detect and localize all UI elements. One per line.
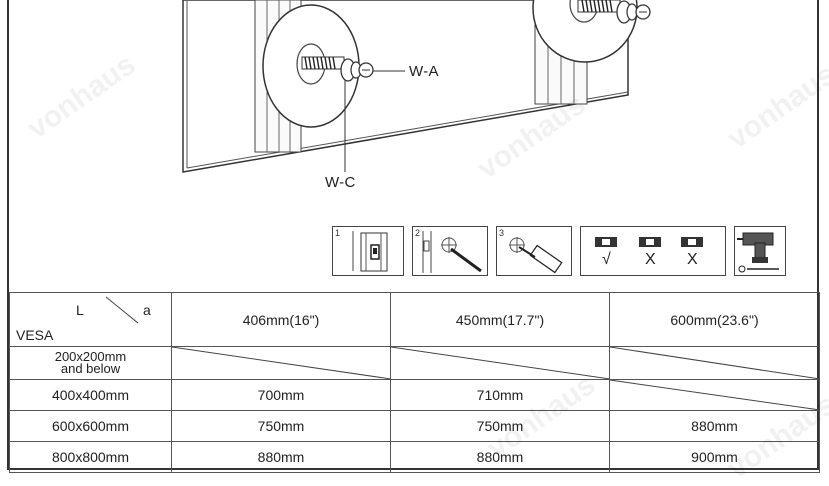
not-applicable-cell <box>609 379 820 411</box>
distance-cell: 880mm <box>171 441 391 473</box>
table-header-cell: 406mm(16") <box>171 292 391 347</box>
table-header-cell: 450mm(17.7") <box>390 292 610 347</box>
vesa-size-cell: 400x400mm <box>9 379 172 411</box>
vesa-size-cell: 600x600mm <box>9 410 172 442</box>
step-2-mark-position: 2 <box>412 226 488 276</box>
strike-line <box>610 380 820 410</box>
right-bolt <box>577 0 651 24</box>
distance-cell: 750mm <box>390 410 610 442</box>
drill-hole-icon <box>509 237 563 274</box>
strike-line <box>391 347 610 379</box>
distance-cell: 900mm <box>609 441 820 473</box>
vesa-size-cell: 800x800mm <box>9 441 172 473</box>
distance-cell: 880mm <box>390 441 610 473</box>
level-mark-wrong: X <box>645 251 656 268</box>
corner-label-vesa: VESA <box>16 327 54 343</box>
distance-cell: 880mm <box>609 410 820 442</box>
not-applicable-cell <box>609 346 820 380</box>
step-number: 2 <box>415 228 421 238</box>
table-row: 400x400mm 700mm 710mm <box>9 379 820 411</box>
table-corner-cell: L a VESA <box>9 292 172 347</box>
power-drill-icon <box>737 232 779 273</box>
step-5-power-drill <box>734 226 786 276</box>
distance-cell: 710mm <box>390 379 610 411</box>
table-row: 800x800mm 880mm 880mm 900mm <box>9 441 820 473</box>
level-check-icon <box>595 237 703 247</box>
step-1-stud-finder: 1 <box>332 226 404 276</box>
distance-cell: 750mm <box>171 410 391 442</box>
vesa-distance-table: L a VESA 406mm(16") 450mm(17.7") 600mm(2… <box>9 292 820 473</box>
vesa-size-line: 200x200mm <box>54 349 127 364</box>
installation-diagram <box>182 0 651 173</box>
vesa-size-line: and below <box>60 361 121 376</box>
table-row: 600x600mm 750mm 750mm 880mm <box>9 410 820 442</box>
level-mark-wrong: X <box>687 251 698 268</box>
distance-cell: 700mm <box>171 379 391 411</box>
corner-label-a: a <box>143 302 151 318</box>
corner-diagonal <box>105 296 139 324</box>
step-number: 1 <box>335 228 341 238</box>
corner-label-l: L <box>76 302 84 318</box>
wc-label: W-C <box>325 174 356 191</box>
stud-finder-icon <box>352 231 388 272</box>
table-header-row: L a VESA 406mm(16") 450mm(17.7") 600mm(2… <box>9 292 820 347</box>
step-4-level-check: √ X X <box>580 226 726 276</box>
not-applicable-cell <box>171 346 391 380</box>
wa-label: W-A <box>409 63 439 80</box>
pencil-mark-icon <box>422 231 482 273</box>
step-3-drill-hole: 3 <box>496 226 572 276</box>
left-bolt <box>301 56 374 82</box>
table-header-cell: 600mm(23.6") <box>609 292 820 347</box>
strike-line <box>172 347 391 379</box>
step-number: 3 <box>499 228 505 238</box>
strike-line <box>610 347 820 379</box>
not-applicable-cell <box>390 346 610 380</box>
level-mark-correct: √ <box>602 251 611 268</box>
